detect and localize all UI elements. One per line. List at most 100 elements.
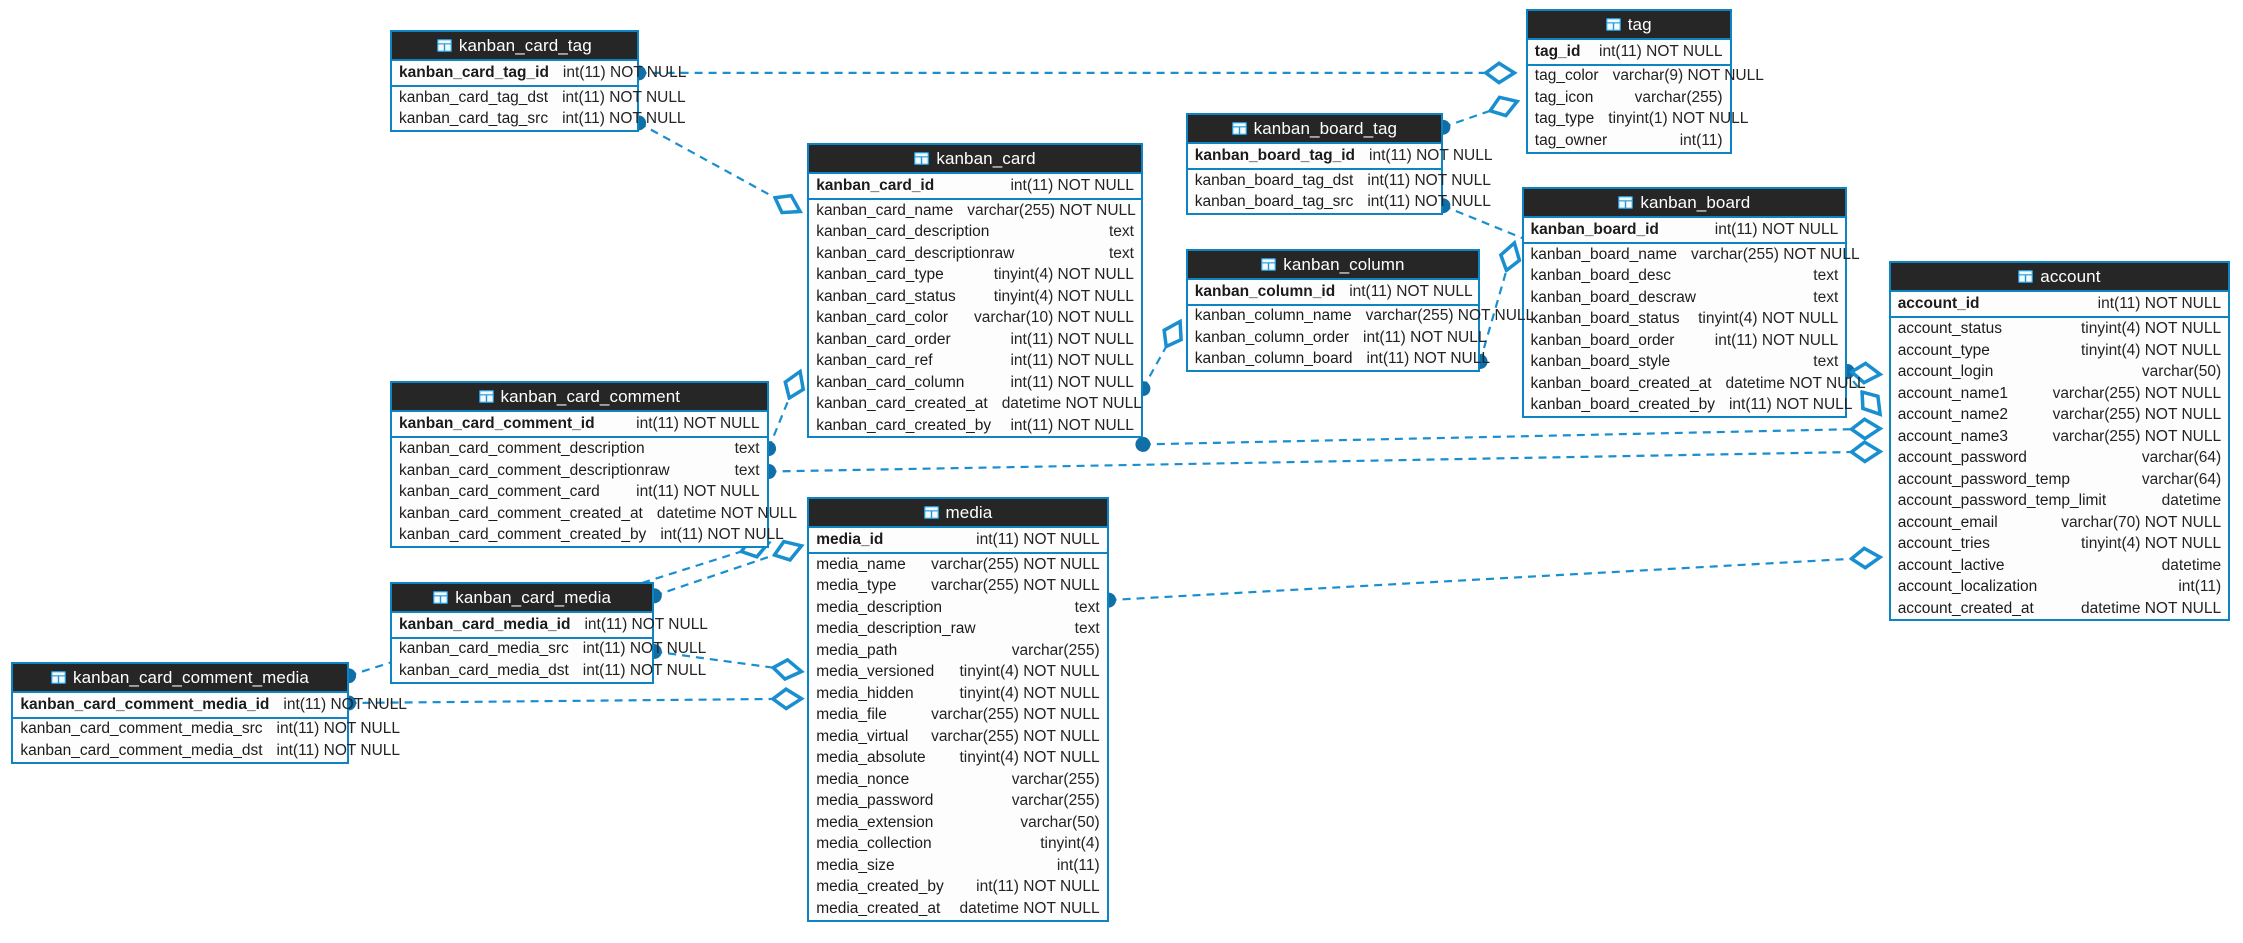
table-header-kanban_column[interactable]: kanban_column <box>1187 250 1479 278</box>
table-header-kanban_card_comment[interactable]: kanban_card_comment <box>392 383 767 411</box>
table-header-kanban_card_tag[interactable]: kanban_card_tag <box>392 32 637 59</box>
table-header-kanban_board_tag[interactable]: kanban_board_tag <box>1187 114 1441 142</box>
table-header-kanban_card_media[interactable]: kanban_card_media <box>392 583 653 611</box>
table-header-kanban_board[interactable]: kanban_board <box>1523 189 1846 217</box>
table-header-media[interactable]: media <box>809 499 1107 527</box>
table-header-account[interactable]: account <box>1890 263 2229 291</box>
table-header-kanban_card_comment_media[interactable]: kanban_card_comment_media <box>13 663 347 691</box>
table-header-tag[interactable]: tag <box>1527 10 1730 38</box>
